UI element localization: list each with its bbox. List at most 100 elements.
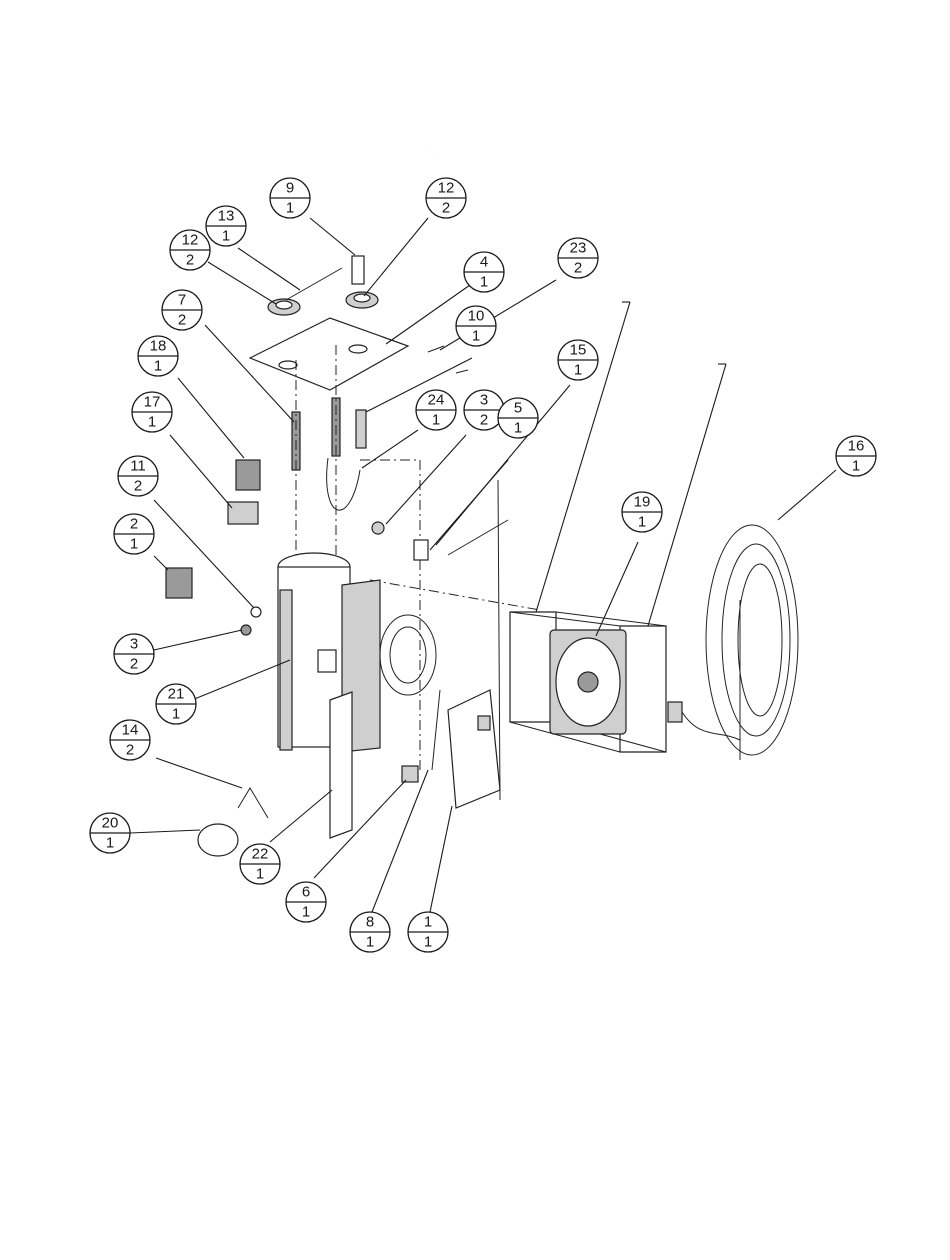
part-balloon: 241 — [416, 390, 456, 430]
part-number: 12 — [182, 232, 199, 249]
part-number: 16 — [848, 438, 865, 455]
part-quantity: 2 — [442, 200, 450, 217]
part-balloon: 51 — [498, 398, 538, 438]
plate-hole-right — [349, 345, 367, 353]
hose-part — [358, 152, 432, 282]
part-quantity: 1 — [222, 228, 230, 245]
part-balloon: 122 — [426, 178, 466, 218]
grommet-right-hole — [354, 294, 370, 302]
leader-13 — [238, 248, 300, 290]
part-number: 4 — [480, 254, 488, 271]
part-quantity: 1 — [154, 358, 162, 375]
part-number: 13 — [218, 208, 235, 225]
rod-part — [498, 480, 500, 800]
part-number: 8 — [366, 914, 374, 931]
leader-12a — [364, 218, 428, 296]
part-quantity: 2 — [480, 412, 488, 429]
coil-outer — [706, 525, 798, 755]
leader-12b — [208, 262, 276, 304]
leader-6 — [314, 780, 406, 878]
part-quantity: 1 — [424, 934, 432, 951]
part-quantity: 2 — [186, 252, 194, 269]
part-number: 19 — [634, 494, 651, 511]
leader-22 — [270, 790, 332, 842]
body-label — [318, 650, 336, 672]
hose-inner — [358, 152, 432, 282]
leader-3a — [386, 435, 466, 524]
part-balloon: 11 — [408, 912, 448, 952]
leader-17 — [170, 435, 232, 508]
plate-hole-left — [279, 361, 297, 369]
leader-4 — [386, 285, 470, 344]
leader-3b — [154, 630, 242, 650]
probe-part — [356, 410, 366, 448]
part-quantity: 1 — [480, 274, 488, 291]
part-balloon: 112 — [118, 456, 158, 496]
leader-21 — [192, 660, 290, 700]
part-quantity: 1 — [106, 835, 114, 852]
coil-mid — [722, 544, 790, 736]
leader-20 — [130, 830, 200, 833]
bracket-5 — [414, 540, 428, 560]
leader-8 — [372, 770, 428, 912]
part-quantity: 2 — [126, 742, 134, 759]
part-number: 20 — [102, 815, 119, 832]
leader-5 — [430, 460, 508, 550]
tube-part — [432, 690, 440, 770]
part-quantity: 1 — [302, 904, 310, 921]
part-quantity: 2 — [178, 312, 186, 329]
part-balloon: 72 — [162, 290, 202, 330]
panel-part — [330, 692, 352, 838]
leader-2 — [154, 556, 168, 570]
capacitor-part — [198, 824, 238, 856]
part-number: 5 — [514, 400, 522, 417]
part-quantity: 1 — [366, 934, 374, 951]
part-balloon: 122 — [170, 230, 210, 270]
part-number: 24 — [428, 392, 445, 409]
part-balloon: 32 — [114, 634, 154, 674]
part-number: 11 — [130, 458, 146, 475]
leader-7 — [205, 325, 294, 422]
part-quantity: 1 — [574, 362, 582, 379]
top-plate — [250, 318, 408, 390]
part-number: 17 — [144, 394, 161, 411]
part-number: 10 — [468, 308, 485, 325]
leader-18 — [178, 378, 244, 458]
fan-frame-front — [620, 626, 666, 752]
grommet-left-hole — [276, 301, 292, 309]
part-balloon: 81 — [350, 912, 390, 952]
connector-part — [668, 702, 682, 722]
part-balloon: 32 — [464, 390, 504, 430]
leader-23 — [440, 280, 556, 350]
leader-1 — [430, 806, 452, 912]
clip-part — [166, 568, 192, 598]
washer-part — [251, 607, 261, 617]
part-balloon: 41 — [464, 252, 504, 292]
leader-16 — [778, 470, 836, 520]
part-quantity: 1 — [638, 514, 646, 531]
part-quantity: 1 — [852, 458, 860, 475]
strap-part — [238, 788, 268, 818]
hose-end — [352, 256, 364, 284]
part-quantity: 1 — [472, 328, 480, 345]
part-number: 1 — [424, 914, 432, 931]
part-balloon: 21 — [114, 514, 154, 554]
part-number: 18 — [150, 338, 167, 355]
wire-part — [286, 268, 342, 300]
part-number: 15 — [570, 342, 587, 359]
part-balloon: 232 — [558, 238, 598, 278]
part-quantity: 1 — [172, 706, 180, 723]
leader-frame-front — [648, 364, 726, 626]
part-balloon: 151 — [558, 340, 598, 380]
part-number: 3 — [130, 636, 138, 653]
part-number: 7 — [178, 292, 186, 309]
assembly-line-4 — [370, 580, 540, 610]
part-balloon: 142 — [110, 720, 150, 760]
part-quantity: 1 — [130, 536, 138, 553]
rod-15 — [448, 520, 508, 555]
part-balloon: 221 — [240, 844, 280, 884]
pcb-chip — [478, 716, 490, 730]
part-balloon: 181 — [138, 336, 178, 376]
part-balloon: 101 — [456, 306, 496, 346]
